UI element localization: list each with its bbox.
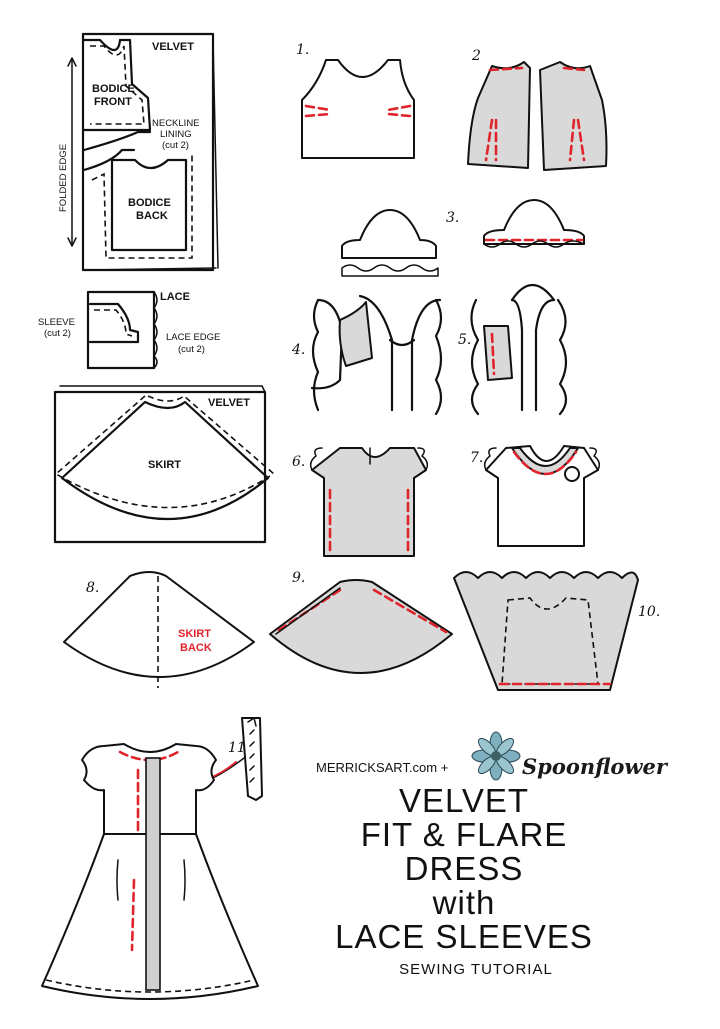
- step-2-bodice-back-darts: 2: [467, 48, 608, 171]
- velvet-label-skirt: VELVET: [208, 397, 250, 409]
- title-line-5: LACE SLEEVES: [335, 918, 593, 955]
- title-line-3: DRESS: [405, 850, 524, 887]
- step-9-skirt-seams: 9.: [269, 570, 453, 674]
- title-line-1: VELVET: [399, 782, 529, 819]
- step-4-number: 4.: [291, 342, 305, 358]
- step-5-sew-sleeve: 5.: [458, 283, 568, 416]
- step-4-attach-sleeve: 4.: [291, 294, 443, 416]
- step-7-attach-lining: 7.: [470, 445, 601, 547]
- site-label: MERRICKSART.com +: [316, 760, 448, 775]
- step-6-number: 6.: [292, 454, 305, 470]
- title-line-2: FIT & FLARE: [361, 816, 568, 853]
- step-2-number: 2: [471, 48, 481, 64]
- step-8-number: 8.: [86, 580, 99, 596]
- lace-edge-label-2: (cut 2): [178, 344, 205, 355]
- step-7-number: 7.: [470, 450, 483, 466]
- finished-dress: [41, 743, 259, 1000]
- step-3-neckline-lining: 3.: [341, 199, 585, 277]
- bodice-back-label-2: BACK: [136, 210, 168, 222]
- bodice-front-label-1: BODICE: [92, 83, 135, 95]
- step-1-bodice-darts: 1.: [296, 42, 415, 159]
- folded-edge-label: FOLDED EDGE: [58, 144, 69, 212]
- step-8-skirt-back: 8. SKIRT BACK: [63, 571, 255, 688]
- title-line-4: with: [432, 884, 496, 921]
- skirt-back-label-2: BACK: [180, 642, 212, 654]
- sleeve-label-1: SLEEVE: [38, 317, 75, 328]
- pattern-sheet-skirt: VELVET SKIRT: [53, 385, 275, 544]
- lace-label: LACE: [160, 291, 190, 303]
- velvet-label-top: VELVET: [152, 41, 194, 53]
- skirt-back-label-1: SKIRT: [178, 628, 211, 640]
- pattern-sheet-velvet: VELVET BODICE FRONT NECKLINE LINING (cut…: [58, 32, 219, 272]
- skirt-label: SKIRT: [148, 459, 181, 471]
- sleeve-label-2: (cut 2): [44, 328, 71, 339]
- bodice-front-label-2: FRONT: [94, 96, 132, 108]
- step-10-number: 10.: [638, 604, 660, 620]
- step-9-number: 9.: [292, 570, 305, 586]
- neckline-lining-label-2: LINING: [160, 129, 192, 140]
- branding: MERRICKSART.com + Spoonflower VELVET FIT…: [316, 731, 669, 978]
- spoonflower-flower-icon: [471, 731, 521, 781]
- step-10-attach-skirt: 10.: [453, 571, 660, 691]
- pattern-sheet-sleeve: LACE SLEEVE (cut 2) LACE EDGE (cut 2): [38, 290, 220, 370]
- step-5-number: 5.: [458, 332, 471, 348]
- step-1-number: 1.: [296, 42, 309, 58]
- neckline-lining-label-1: NECKLINE: [152, 118, 200, 129]
- step-3-number: 3.: [446, 210, 459, 226]
- lace-edge-label-1: LACE EDGE: [166, 332, 220, 343]
- neckline-lining-label-3: (cut 2): [162, 140, 189, 151]
- subtitle: SEWING TUTORIAL: [399, 961, 553, 978]
- brand-name: Spoonflower: [522, 754, 669, 779]
- step-6-side-seams: 6.: [292, 447, 429, 557]
- bodice-back-label-1: BODICE: [128, 197, 171, 209]
